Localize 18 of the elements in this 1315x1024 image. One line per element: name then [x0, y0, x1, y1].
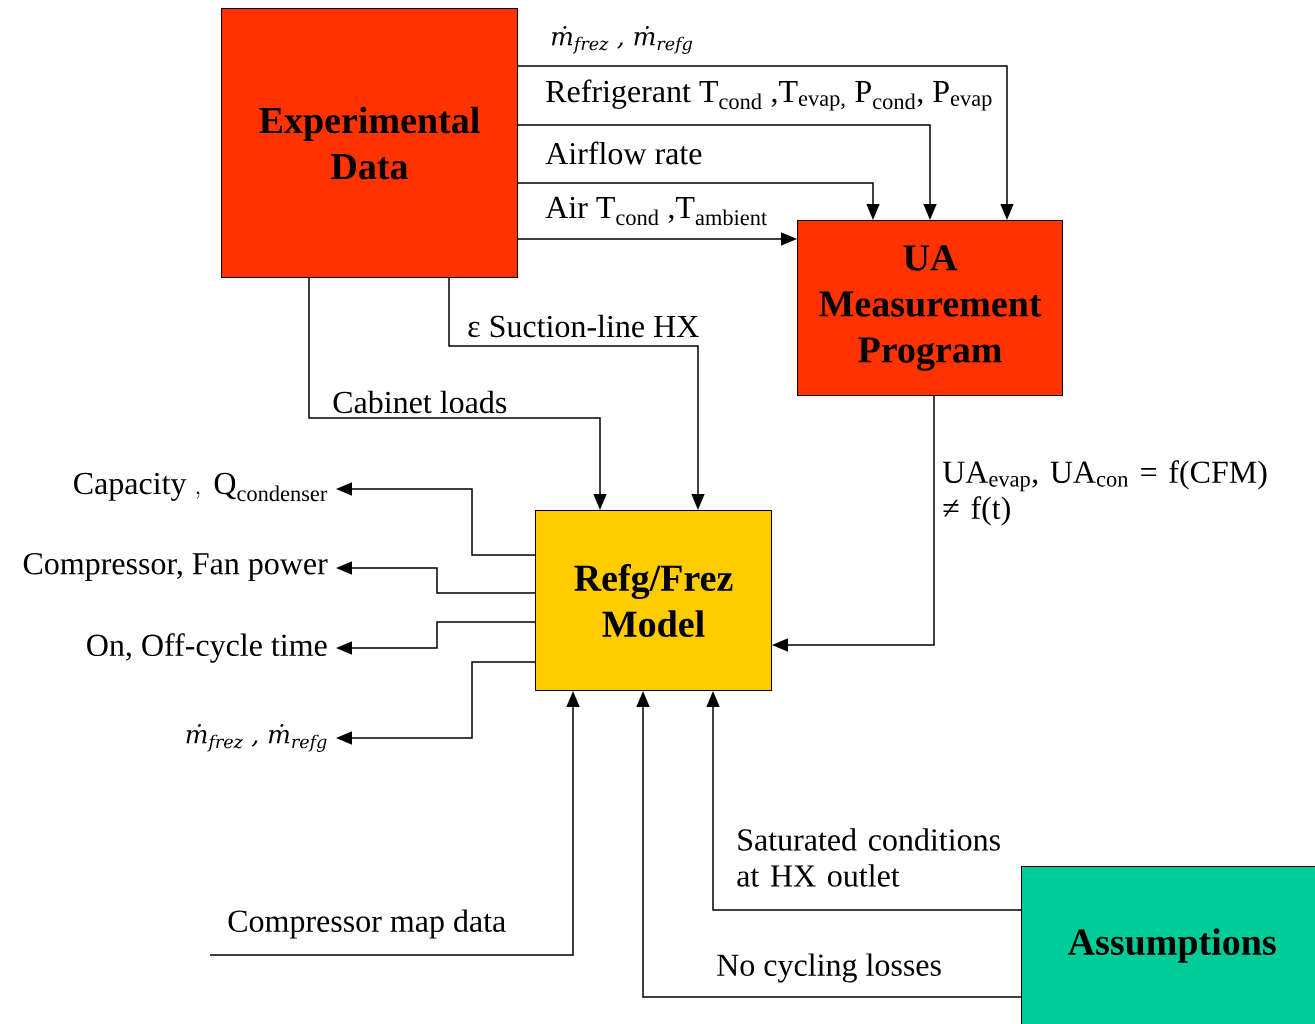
edge-label: Cabinet loads: [330, 388, 510, 416]
edge-label: ε Suction-line HX: [465, 312, 702, 340]
edge-label: Refrigerant T$_{cond}$ ,T$_{evap,}$ P$_{cond}$, P$_{evap}$: [543, 77, 995, 113]
edge-label: ṁ$_{frez}$ , ṁ$_{refg}$: [548, 24, 696, 56]
edge-label: Airflow rate: [543, 139, 705, 167]
edge-label: UA$_{evap}$, UA$_{con}$ = f(CFM) ≠ f(t): [940, 458, 1285, 528]
output-label: On, Off-cycle time: [87, 633, 327, 663]
process-box: Refg/Frez Model: [535, 510, 772, 691]
edge-label: Compressor map data: [225, 907, 509, 941]
output-label: $\mathrm{Capacity\ ,\ Q_{condenser}}$: [74, 472, 328, 502]
process-box: Assumptions: [1021, 866, 1315, 1024]
edge-label: Saturated conditions at HX outlet: [734, 826, 1009, 889]
output-label: ṁ$_{frez}$ , ṁ$_{refg}$: [186, 724, 327, 752]
edge-label: Air T$_{cond}$ ,T$_{ambient}$: [543, 194, 770, 228]
process-box: UA Measurement Program: [797, 220, 1063, 396]
edge-label: No cycling losses: [714, 951, 944, 985]
output-label: Compressor, Fan power: [23, 553, 328, 581]
process-box: Experimental Data: [221, 8, 518, 278]
